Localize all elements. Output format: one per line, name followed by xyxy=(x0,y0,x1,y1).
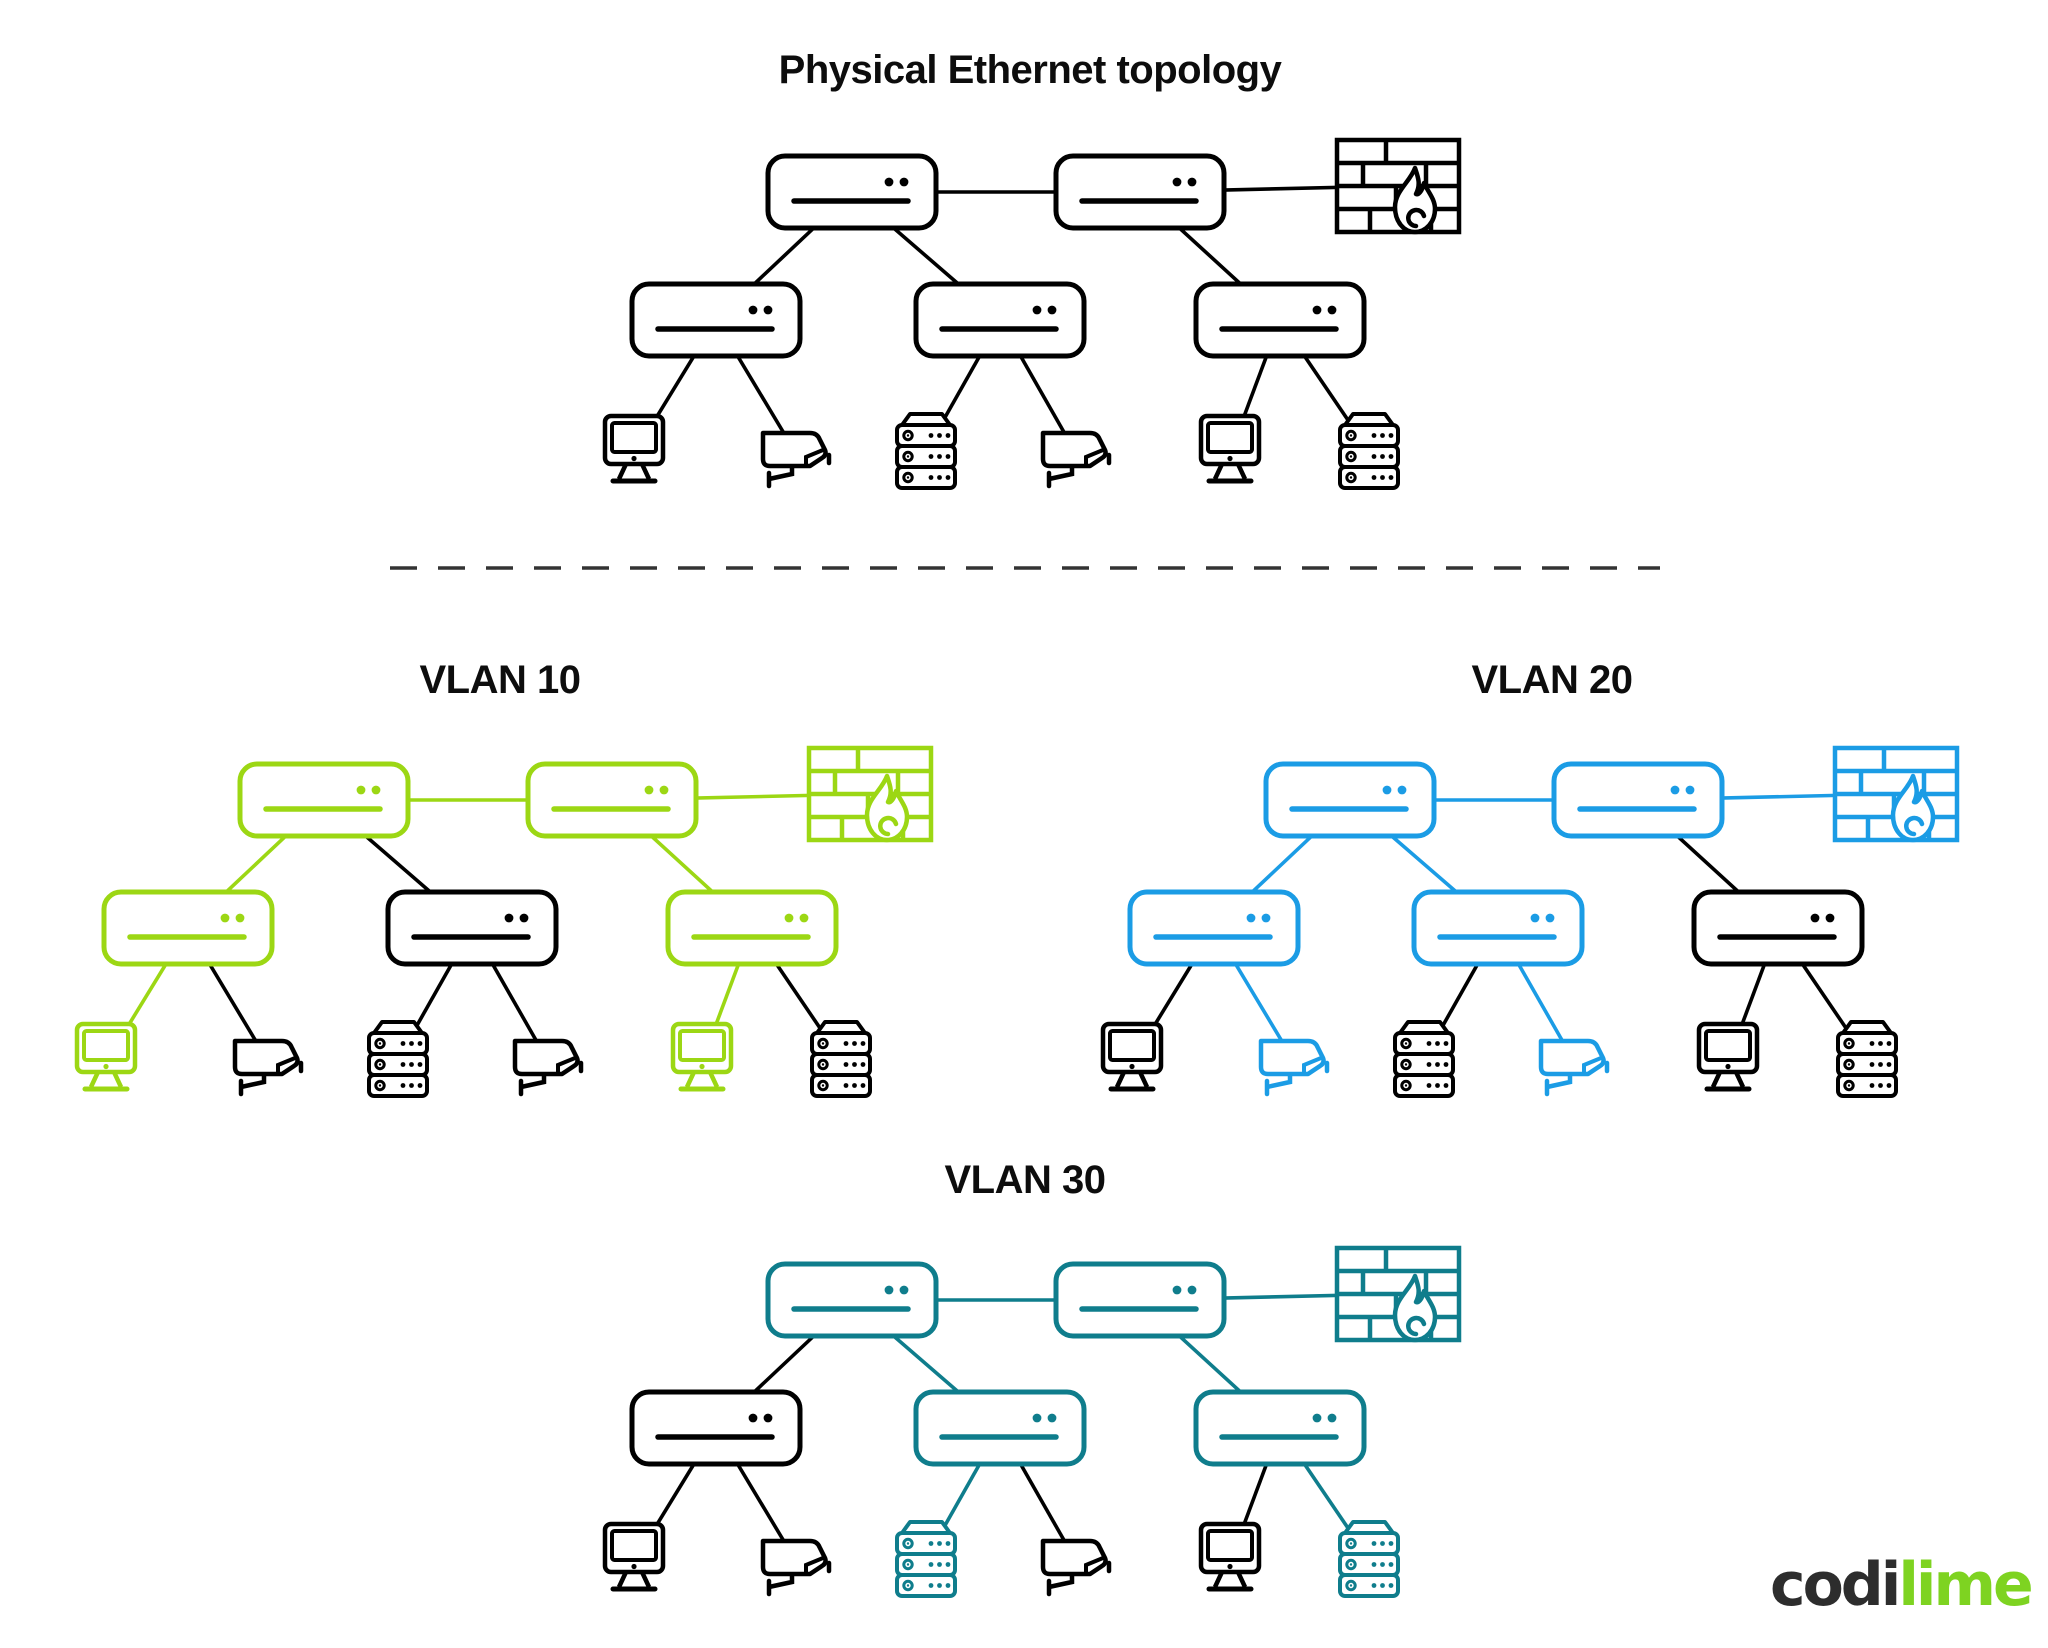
switch-icon xyxy=(913,281,1087,359)
switch-icon xyxy=(1193,281,1367,359)
server-icon xyxy=(810,1020,872,1098)
codilime-logo: codilime xyxy=(1770,1550,2034,1620)
firewall-icon xyxy=(1334,137,1462,235)
computer-icon xyxy=(1198,413,1262,484)
firewall-icon xyxy=(1334,1245,1462,1343)
switch-icon xyxy=(913,1389,1087,1467)
switch-icon xyxy=(101,889,275,967)
server-icon xyxy=(1836,1020,1898,1098)
camera-icon xyxy=(760,1538,832,1597)
switch-icon xyxy=(629,1389,803,1467)
server-icon xyxy=(895,412,957,490)
server-icon xyxy=(367,1020,429,1098)
computer-icon xyxy=(74,1021,138,1092)
flame-icon xyxy=(864,773,910,843)
firewall-icon xyxy=(1832,745,1960,843)
flame-icon xyxy=(1392,165,1438,235)
section-vlan20 xyxy=(1100,745,1960,1098)
switch-icon xyxy=(765,153,939,231)
section-vlan30 xyxy=(602,1245,1462,1598)
switch-icon xyxy=(1263,761,1437,839)
switch-icon xyxy=(237,761,411,839)
camera-icon xyxy=(1040,1538,1112,1597)
switch-icon xyxy=(1411,889,1585,967)
firewall-icon xyxy=(806,745,934,843)
logo-codi: codi xyxy=(1770,1550,1901,1620)
physical-topology-title: Physical Ethernet topology xyxy=(778,48,1282,92)
computer-icon xyxy=(1198,1521,1262,1592)
camera-icon xyxy=(512,1038,584,1097)
computer-icon xyxy=(602,1521,666,1592)
section-physical xyxy=(602,137,1462,490)
camera-icon xyxy=(760,430,832,489)
server-icon xyxy=(1338,1520,1400,1598)
camera-icon xyxy=(232,1038,304,1097)
camera-icon xyxy=(1040,430,1112,489)
section-vlan10 xyxy=(74,745,934,1098)
vlan20-title: VLAN 20 xyxy=(1471,658,1634,702)
computer-icon xyxy=(1696,1021,1760,1092)
switch-icon xyxy=(1551,761,1725,839)
logo-lime: lime xyxy=(1898,1550,2033,1620)
computer-icon xyxy=(602,413,666,484)
switch-icon xyxy=(1053,1261,1227,1339)
vlan10-title: VLAN 10 xyxy=(419,658,582,702)
flame-icon xyxy=(1392,1273,1438,1343)
server-icon xyxy=(1338,412,1400,490)
camera-icon xyxy=(1538,1038,1610,1097)
switch-icon xyxy=(525,761,699,839)
server-icon xyxy=(895,1520,957,1598)
switch-icon xyxy=(765,1261,939,1339)
switch-icon xyxy=(629,281,803,359)
switch-icon xyxy=(665,889,839,967)
vlan30-title: VLAN 30 xyxy=(944,1158,1107,1202)
switch-icon xyxy=(1691,889,1865,967)
switch-icon xyxy=(1193,1389,1367,1467)
switch-icon xyxy=(1127,889,1301,967)
camera-icon xyxy=(1258,1038,1330,1097)
computer-icon xyxy=(670,1021,734,1092)
server-icon xyxy=(1393,1020,1455,1098)
flame-icon xyxy=(1890,773,1936,843)
computer-icon xyxy=(1100,1021,1164,1092)
switch-icon xyxy=(1053,153,1227,231)
switch-icon xyxy=(385,889,559,967)
